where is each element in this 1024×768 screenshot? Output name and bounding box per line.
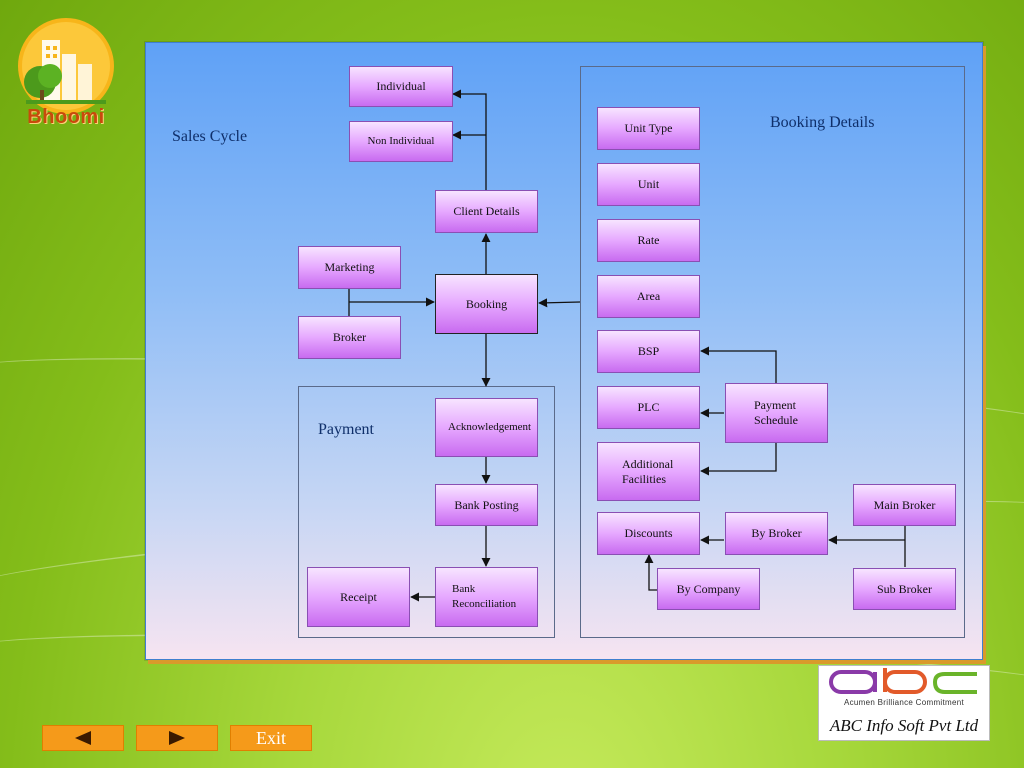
abc-tagline: Acumen Brilliance Commitment — [844, 698, 964, 707]
node-bsp: BSP — [597, 330, 700, 373]
node-acknowledgement: Acknowledgement — [435, 398, 538, 457]
exit-button[interactable]: Exit — [230, 725, 312, 751]
node-area: Area — [597, 275, 700, 318]
node-sub-broker: Sub Broker — [853, 568, 956, 610]
abc-logo-icon — [829, 668, 977, 694]
node-non-individual: Non Individual — [349, 121, 453, 162]
bhoomi-logo-icon — [18, 18, 114, 114]
booking-details-group — [580, 66, 965, 638]
right-triangle-icon — [169, 731, 185, 745]
node-rate: Rate — [597, 219, 700, 262]
diagram-title: Sales Cycle — [172, 128, 248, 145]
previous-button[interactable] — [42, 725, 124, 751]
node-receipt: Receipt — [307, 567, 410, 627]
node-payment-schedule: Payment Schedule — [725, 383, 828, 443]
node-unit: Unit — [597, 163, 700, 206]
abc-company-name: ABC Info Soft Pvt Ltd — [829, 716, 979, 735]
payment-label: Payment — [318, 421, 374, 438]
left-triangle-icon — [75, 731, 91, 745]
bhoomi-logo: Bhoomi — [16, 18, 116, 130]
node-discounts: Discounts — [597, 512, 700, 555]
node-by-broker: By Broker — [725, 512, 828, 555]
node-main-broker: Main Broker — [853, 484, 956, 526]
node-booking: Booking — [435, 274, 538, 334]
node-bank-posting: Bank Posting — [435, 484, 538, 526]
node-client-details: Client Details — [435, 190, 538, 233]
node-bank-reconciliation: Bank Reconciliation — [435, 567, 538, 627]
next-button[interactable] — [136, 725, 218, 751]
abc-company-logo: Acumen Brilliance Commitment ABC Info So… — [818, 665, 990, 741]
payment-group — [298, 386, 555, 638]
node-by-company: By Company — [657, 568, 760, 610]
booking-details-label: Booking Details — [770, 114, 875, 131]
diagram-panel — [145, 42, 983, 660]
node-individual: Individual — [349, 66, 453, 107]
node-plc: PLC — [597, 386, 700, 429]
node-marketing: Marketing — [298, 246, 401, 289]
node-broker: Broker — [298, 316, 401, 359]
node-additional-facilities: Additional Facilities — [597, 442, 700, 501]
bhoomi-logo-text: Bhoomi — [27, 106, 105, 128]
node-unit-type: Unit Type — [597, 107, 700, 150]
